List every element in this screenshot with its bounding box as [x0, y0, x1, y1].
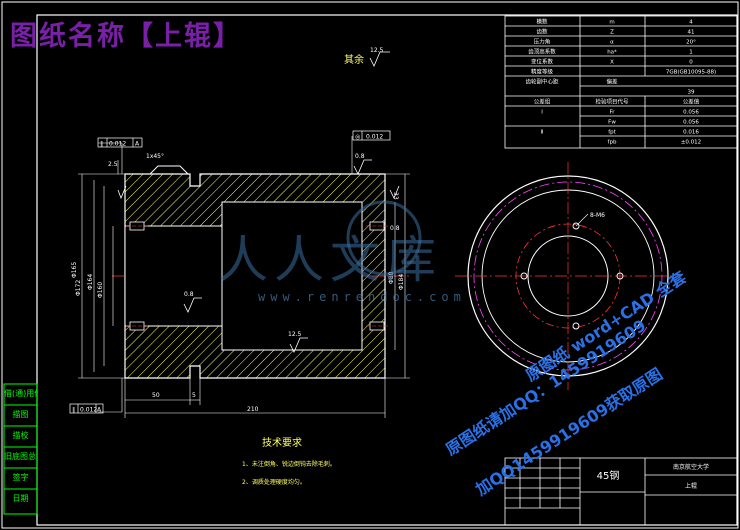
- gear-table-cell: fpb: [608, 140, 617, 146]
- gear-table-cell: 精度等级: [531, 68, 554, 76]
- title-block: [504, 457, 738, 526]
- dim-left-gap: 2.5: [108, 161, 118, 168]
- inner-frame: [36, 14, 738, 526]
- gear-table-cell: 1: [689, 50, 693, 56]
- roughness-value-2: 0.8: [355, 153, 365, 160]
- dim-d172: Φ172: [75, 280, 82, 296]
- gdt-top-right-symbol: ◎: [355, 134, 360, 141]
- gear-table-cell: 39: [688, 90, 695, 96]
- gear-table-cell: Z: [610, 30, 614, 36]
- side-register-column: [3, 383, 38, 515]
- gear-table-cell: 0.056: [683, 120, 699, 126]
- gdt-frames: [69, 130, 391, 414]
- section-view: [124, 165, 388, 379]
- gdt-bottom-left-value: 0.012: [80, 407, 97, 414]
- side-label-6: 日期: [12, 494, 29, 503]
- gear-table-cell: 7GB(GB10095-88): [666, 70, 716, 76]
- roughness-value-1: 12.5: [370, 47, 384, 54]
- dim-len-5: 5: [192, 392, 196, 399]
- tech-req-heading: 技术要求: [262, 436, 302, 449]
- tech-req-item-2: 2、调质处理硬度均匀。: [242, 478, 306, 486]
- side-label-5: 签字: [12, 473, 29, 482]
- gear-table-cell: 41: [688, 30, 695, 36]
- chamfer-label: 1x45°: [146, 153, 164, 160]
- gear-table-cell: 齿数: [536, 28, 548, 36]
- gdt-top-right-value: 0.012: [366, 134, 383, 141]
- side-label-2: 描图: [12, 410, 29, 419]
- gear-table-cell: 检验项目代号: [595, 98, 629, 106]
- gear-table-cell: 20°: [686, 40, 696, 46]
- dim-d164: Φ164: [87, 274, 94, 290]
- watermark-logo: 人人文库: [218, 231, 442, 289]
- gear-table-cell: α: [610, 40, 614, 46]
- gdt-top-left-value: 0.012: [109, 141, 126, 148]
- dim-len-50: 50: [152, 392, 160, 399]
- gear-table-cell: 0.016: [683, 130, 699, 136]
- title-block-school: 南京航空大学: [673, 463, 709, 471]
- gear-table-cell: 齿顶高系数: [528, 48, 556, 56]
- end-view: [455, 162, 682, 390]
- roughness-other-label: 其余: [344, 53, 364, 66]
- side-label-4: 旧底图总号: [4, 452, 37, 461]
- gear-table-cell: 4: [689, 20, 693, 26]
- gear-table-cell: 公差值: [683, 98, 700, 106]
- gear-table-cell: Ⅰ: [541, 110, 543, 116]
- roughness-value-5: 0.8: [390, 225, 400, 232]
- dim-d80: Φ80: [388, 271, 395, 284]
- side-label-3: 描校: [12, 431, 29, 440]
- roughness-symbols: [117, 51, 400, 353]
- roughness-value-3: 0.8: [184, 291, 194, 298]
- gdt-bottom-left-datum: A: [97, 407, 102, 414]
- gear-table-cell: X: [610, 60, 614, 66]
- gear-table-cell: Fw: [608, 120, 616, 126]
- gdt-bottom-left-symbol: ∥: [72, 407, 75, 414]
- gear-table-cell: ±0.012: [681, 140, 701, 146]
- title-block-material: 45钢: [597, 469, 620, 482]
- dim-d184: Φ184: [398, 274, 405, 290]
- gear-parameter-table: [504, 15, 738, 149]
- gear-table-cell: 公差组: [534, 98, 551, 106]
- gear-table-cell: 变位系数: [531, 58, 554, 66]
- gear-table-text: 模数 m 4 齿数 Z 41 压力角 α 20° 齿顶高系数 ha* 1 变位系数 X 0 精度等级 7GB(G…: [525, 18, 716, 146]
- tech-req-item-1: 1、未注倒角、锐边倒钝去除毛刺。: [242, 460, 336, 468]
- gear-table-cell: 0.056: [683, 110, 699, 116]
- roughness-value-4: 12.5: [288, 331, 302, 338]
- gear-table-cell: 压力角: [534, 38, 551, 46]
- dim-hole-label: 8-M6: [590, 212, 605, 219]
- gear-table-cell: m: [609, 20, 614, 26]
- drawing-title: 图纸名称【上辊】: [10, 21, 242, 52]
- watermark-ring: [346, 200, 422, 276]
- gdt-top-left-datum: A: [135, 141, 140, 148]
- dim-total-len: 210: [247, 406, 259, 413]
- title-block-part-name: 上辊: [685, 482, 697, 490]
- dim-d165: Φ165: [71, 262, 78, 278]
- gear-table-cell: Ⅱ: [541, 130, 544, 136]
- dim-d160: Φ160: [97, 282, 104, 298]
- dimension-lines: [78, 136, 410, 418]
- dim-right-33: 33: [392, 192, 399, 200]
- gear-table-cell: 0: [689, 60, 693, 66]
- side-label-1: 借(通)用件登记: [4, 389, 37, 398]
- gdt-top-left-symbol: ∥: [100, 141, 103, 148]
- gear-table-cell: 偏差: [606, 78, 618, 86]
- gear-table-cell: 齿轮副中心距: [525, 78, 559, 86]
- gear-table-cell: 模数: [536, 18, 548, 26]
- gear-table-cell: ha*: [607, 50, 617, 56]
- watermark-url: www.renrendoc.com: [258, 290, 466, 304]
- gear-table-cell: fpt: [608, 130, 616, 136]
- gear-table-cell: Fr: [609, 110, 615, 116]
